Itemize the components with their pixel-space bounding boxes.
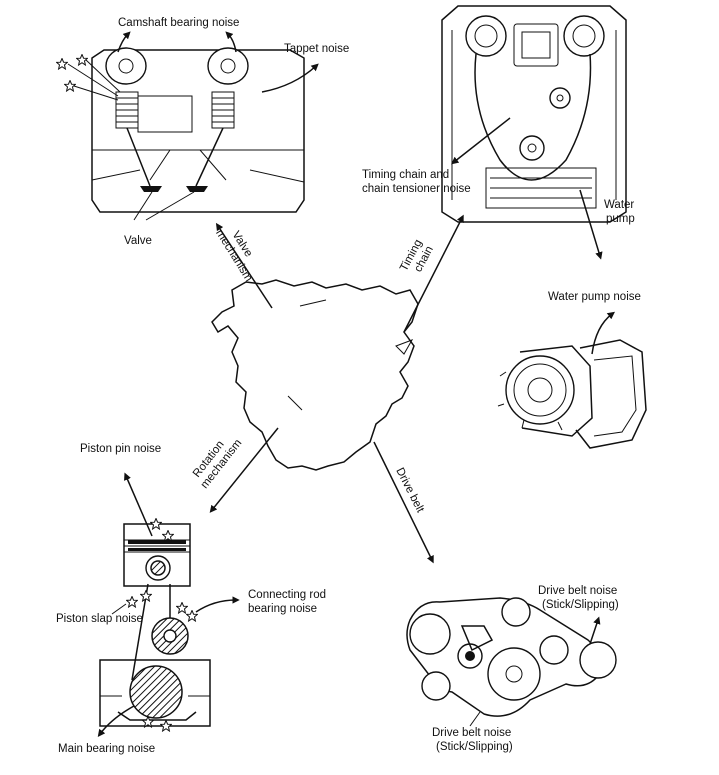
camshaft-noise-arrow-icon — [117, 31, 131, 53]
timing-chain-arrow-icon — [403, 214, 464, 333]
camshaft-bearing-noise-label: Camshaft bearing noise — [118, 17, 239, 29]
connecting-rod-noise-label: Connecting rod bearing noise — [248, 589, 329, 615]
valve-label: Valve — [124, 235, 152, 247]
camshaft-noise-arrow-icon — [225, 31, 237, 53]
water-pump-direction-label: Water pump — [604, 199, 637, 225]
valve-mechanism-label: Valve mechanism — [213, 221, 265, 284]
piston-slap-noise-label: Piston slap noise — [56, 613, 143, 625]
tappet-noise-label: Tappet noise — [284, 43, 349, 55]
water-pump-noise-label: Water pump noise — [548, 291, 641, 303]
engine-silhouette — [211, 279, 419, 471]
timing-chain-label: Timing chain — [398, 235, 438, 280]
noise-star-icon — [56, 58, 68, 70]
drive-belt-arrow-icon — [373, 441, 434, 564]
noise-star-icon — [76, 54, 88, 66]
tappet-noise-arrow-icon — [261, 63, 319, 93]
piston-pin-noise-label: Piston pin noise — [80, 443, 161, 455]
noise-star-icon — [186, 610, 198, 622]
water-pump-illustration — [497, 339, 647, 449]
timing-chain-noise-arrow-icon — [451, 117, 511, 165]
noise-star-icon — [176, 602, 188, 614]
timing-chain-noise-label: Timing chain and chain tensioner noise — [362, 169, 471, 195]
noise-star-icon — [64, 80, 76, 92]
drive-belt-illustration — [406, 597, 617, 717]
water-pump-arrow-icon — [579, 189, 603, 260]
noise-star-icon — [126, 596, 138, 608]
noise-star-icon — [162, 530, 174, 542]
connecting-rod-noise-arrow-icon — [195, 596, 240, 613]
rotation-mechanism-arrow-icon — [209, 427, 279, 513]
rotation-mechanism-label: Rotation mechanism — [188, 429, 244, 491]
main-bearing-noise-label: Main bearing noise — [58, 743, 155, 755]
noise-star-icon — [150, 518, 162, 530]
piston-illustration — [99, 523, 211, 727]
water-pump-noise-arrow-icon — [591, 311, 615, 355]
drive-belt-noise-arrow-icon — [589, 616, 601, 645]
noise-star-icon — [160, 720, 172, 732]
valve-mechanism-arrow-icon — [215, 222, 273, 309]
cylinder-head-illustration — [91, 47, 305, 213]
timing-chain-illustration — [441, 5, 627, 223]
drive-belt-noise-label-a: Drive belt noise (Stick/Slipping) — [538, 585, 620, 611]
drive-belt-noise-label-b: Drive belt noise (Stick/Slipping) — [432, 727, 514, 753]
piston-pin-noise-arrow-icon — [124, 472, 153, 537]
main-bearing-noise-arrow-icon — [97, 705, 135, 737]
